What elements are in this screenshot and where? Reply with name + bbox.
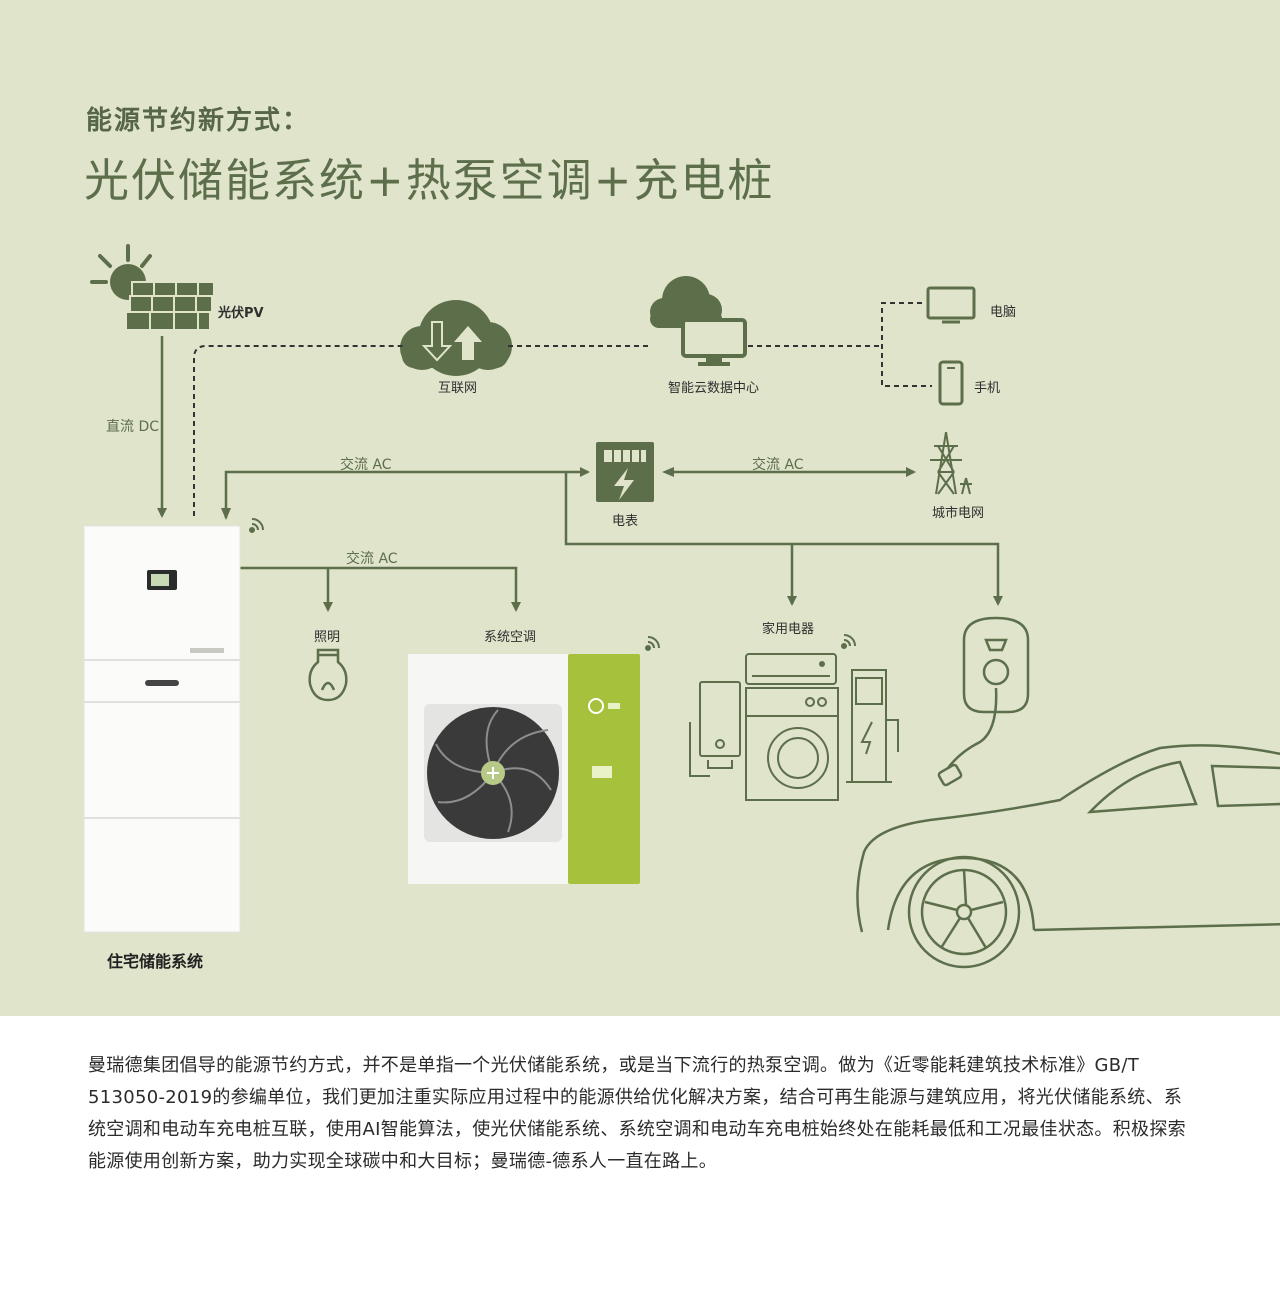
ac-meter-flow-label: 交流 AC [340,457,392,473]
energy-flow-diagram [83,244,1280,969]
wifi-icon [841,634,856,649]
storage-cabinet [83,525,241,933]
wifi-icon [645,636,660,651]
electric-meter-icon [596,442,654,502]
solar-panel-icon [90,244,215,331]
wifi-icon [249,518,264,533]
hvac-label: 系统空调 [484,630,537,645]
cloud-center-label: 智能云数据中心 [668,381,760,396]
phone-label: 手机 [974,381,1001,396]
internet-cloud-icon [400,300,512,376]
storage-label: 住宅储能系统 [107,952,204,971]
page-subtitle: 能源节约新方式： [86,106,311,136]
ac-loads-flow-label: 交流 AC [346,551,398,567]
appliances-label: 家用电器 [762,622,815,637]
diagram-panel: 能源节约新方式： 光伏储能系统+热泵空调+充电桩 光伏PV 互联网 智能云数据中… [0,0,1280,1016]
lighting-label: 照明 [314,630,341,645]
appliances-icon [689,653,899,801]
grid-label: 城市电网 [932,506,985,521]
car-icon [856,744,1280,969]
light-bulb-icon [308,648,348,702]
computer-icon [926,286,976,324]
power-tower-icon [930,431,972,495]
hvac-unit [408,654,640,884]
page-title: 光伏储能系统+热泵空调+充电桩 [84,154,775,207]
description-paragraph: 曼瑞德集团倡导的能源节约方式，并不是单指一个光伏储能系统，或是当下流行的热泵空调… [88,1055,1186,1172]
cloud-data-center-icon [650,276,747,366]
phone-icon [938,360,964,406]
ev-charger-icon [937,616,1030,787]
computer-label: 电脑 [990,305,1017,320]
ac-grid-flow-label: 交流 AC [752,457,804,473]
pv-label: 光伏PV [218,306,264,321]
dc-flow-label: 直流 DC [106,419,160,435]
meter-label: 电表 [612,514,639,529]
internet-label: 互联网 [438,381,478,396]
